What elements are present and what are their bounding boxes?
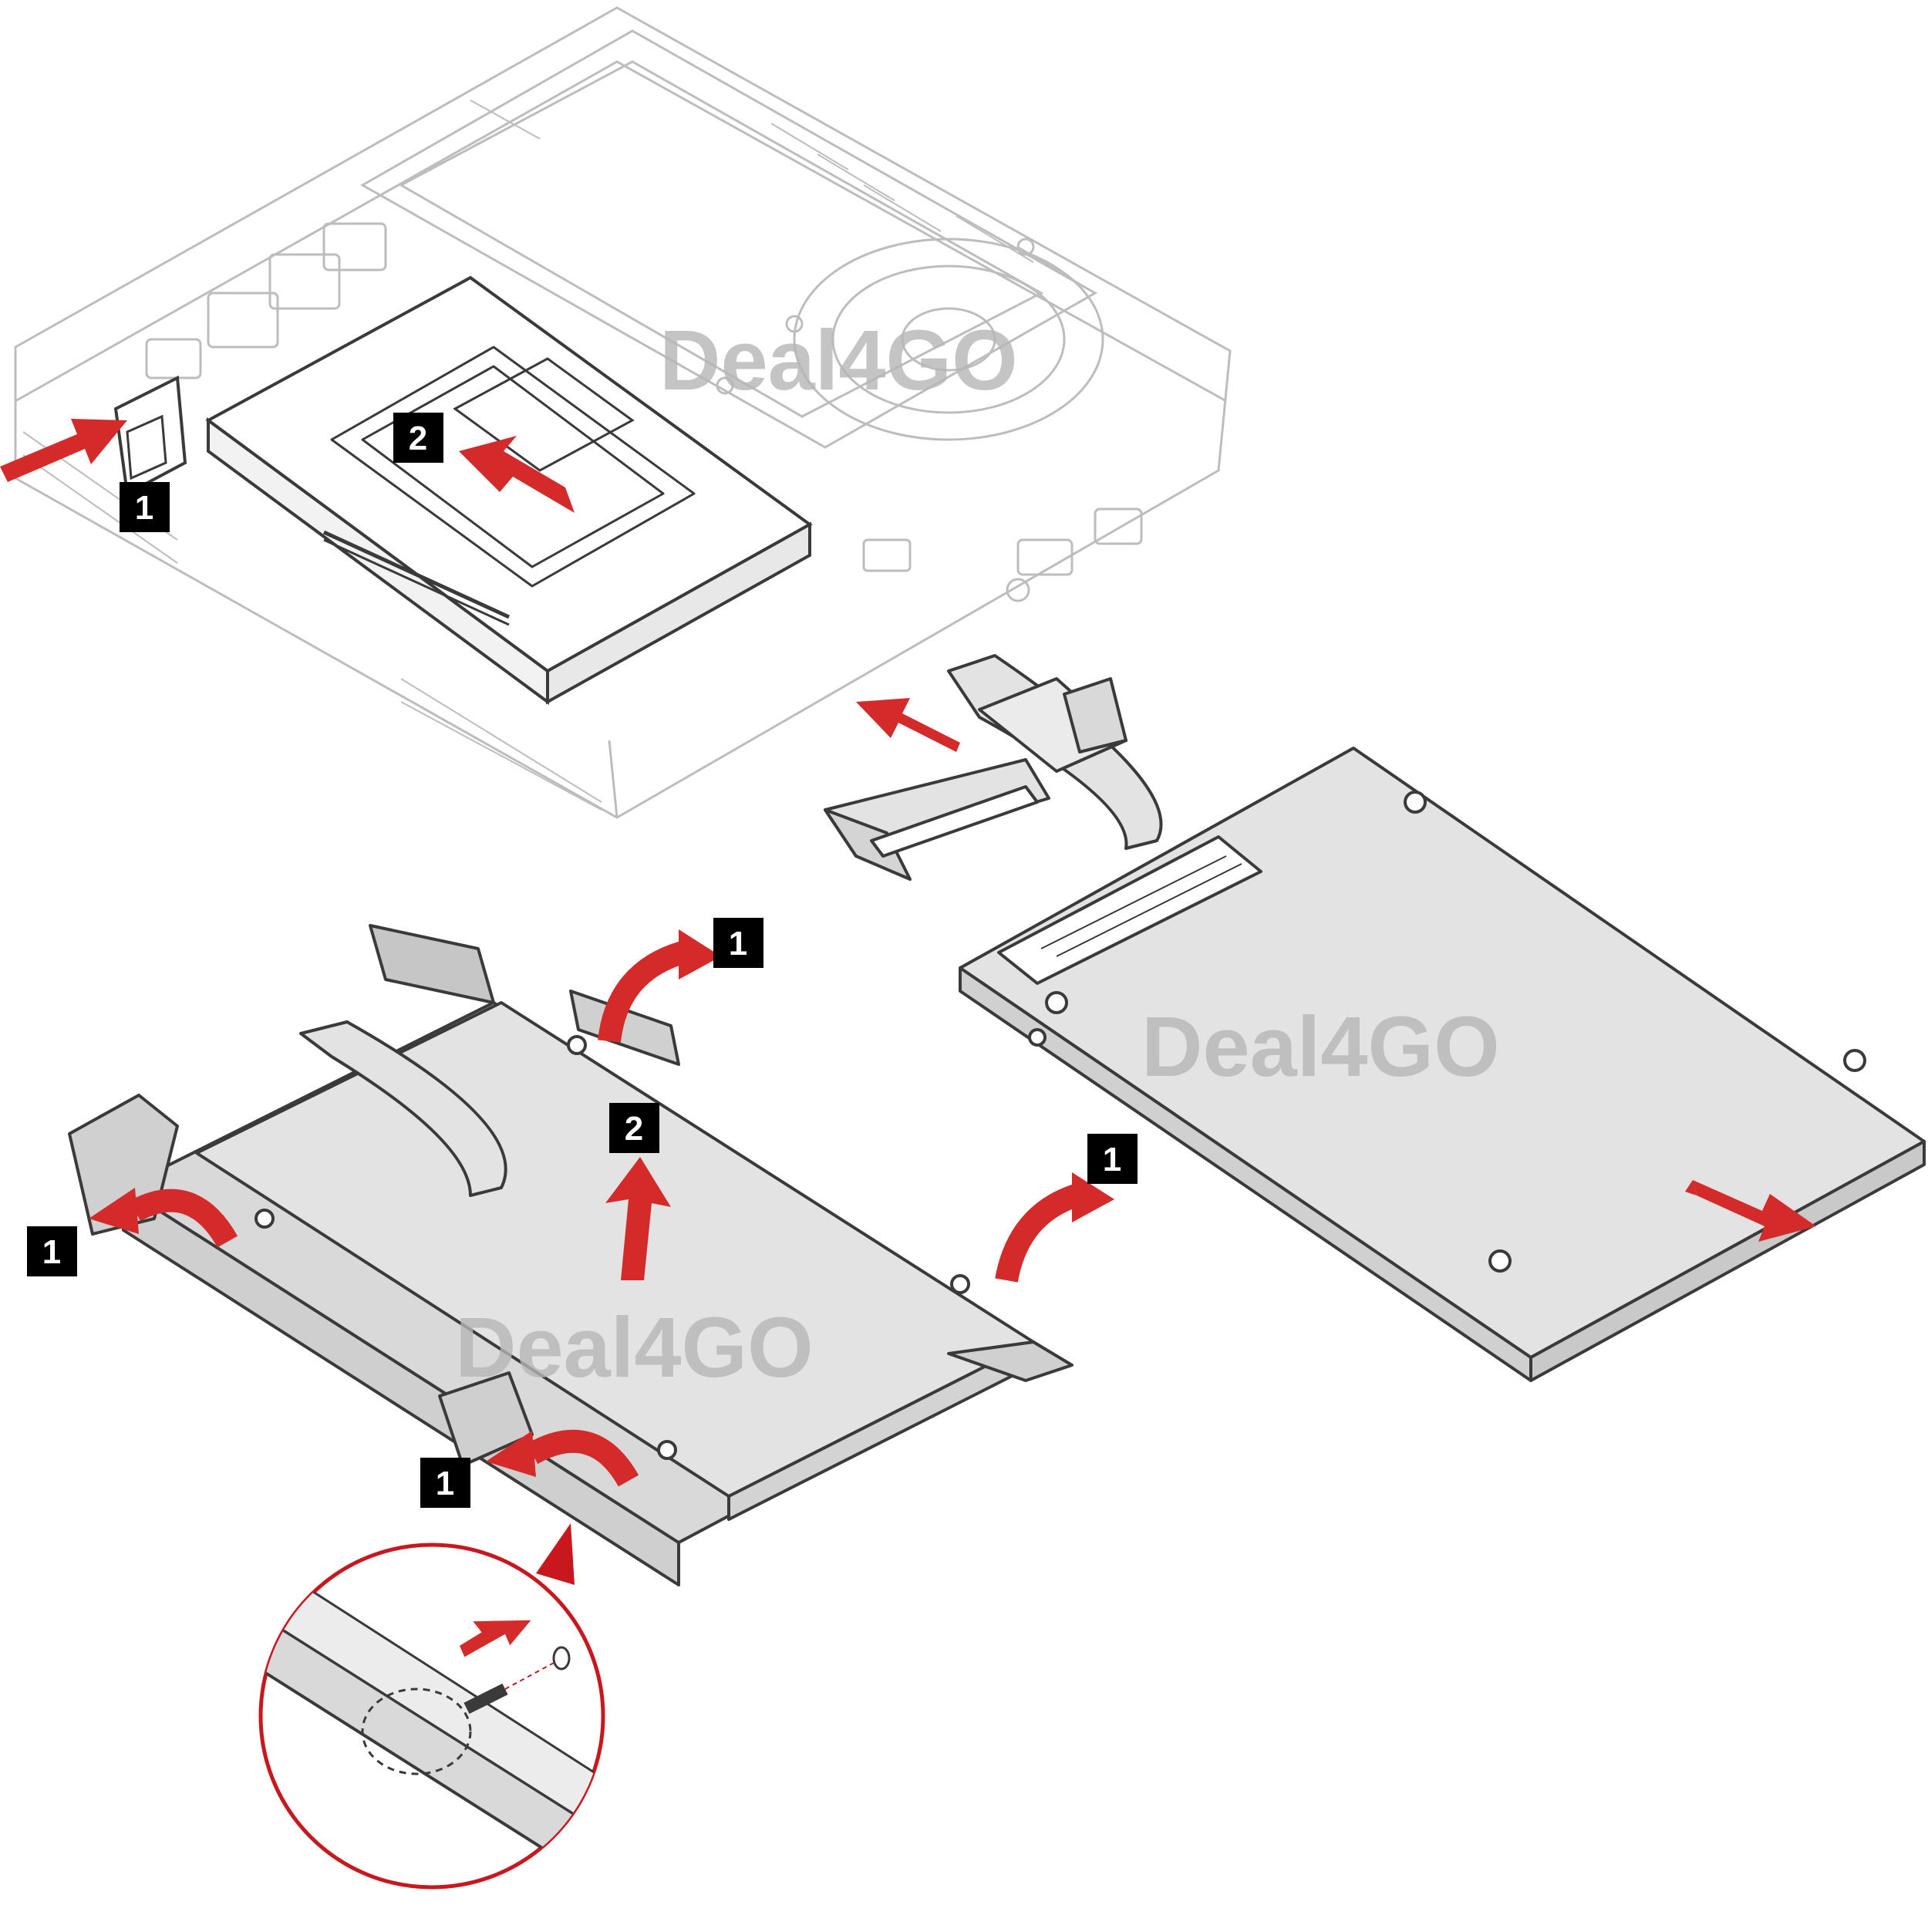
step1-callout-left: 1: [27, 1226, 77, 1276]
sata-cable-connector: [824, 654, 1163, 881]
step1-label-chassis: 1: [135, 489, 153, 527]
step2-callout-lift: 2: [609, 1103, 659, 1153]
step2-label-lift: 2: [625, 1110, 643, 1148]
step2-callout-chassis: 2: [393, 413, 443, 463]
watermark-top: Deal4GO: [659, 313, 1018, 408]
detail-magnifier: [258, 1543, 605, 1890]
step1-callout-bottom: 1: [420, 1458, 470, 1508]
step1-callout-right: 1: [1087, 1134, 1138, 1184]
step1-callout-top: 1: [713, 918, 763, 968]
drive-bracket-in-chassis: [113, 275, 813, 705]
bracket-with-drive: [68, 924, 1074, 1586]
step2-slide-arrow-chassis: [459, 436, 575, 513]
step1-label-bottom: 1: [436, 1465, 454, 1502]
step1-label-top: 1: [729, 925, 747, 963]
ssd-drive: [959, 747, 1926, 1382]
step1-callout-chassis: 1: [120, 482, 170, 532]
step1-label-left: 1: [42, 1233, 61, 1271]
watermark-right: Deal4GO: [1141, 1000, 1500, 1094]
lift-drive-arrow: [605, 1157, 671, 1280]
bracket-rotate-arrow-right: [995, 1172, 1114, 1283]
step2-label-chassis: 2: [409, 420, 427, 457]
detail-pointer: [536, 1523, 575, 1585]
watermark-bottom: Deal4GO: [455, 1300, 814, 1395]
step1-push-arrow-chassis: [0, 419, 127, 482]
step-cable-push-arrow: [856, 698, 960, 752]
bracket-rotate-arrow-left: [89, 1188, 238, 1248]
bracket-rotate-arrow-top: [598, 929, 721, 1043]
bracket-rotate-arrow-bottom: [486, 1429, 639, 1487]
step1-label-right: 1: [1103, 1141, 1121, 1178]
ssd-remove-arrow: [1685, 1180, 1816, 1242]
